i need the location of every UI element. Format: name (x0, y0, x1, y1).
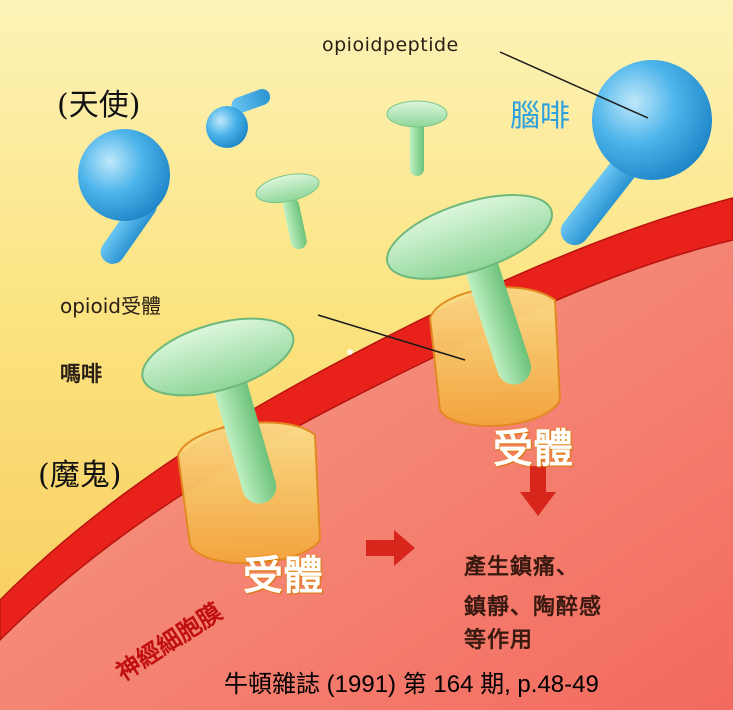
effect-text-line2: 鎮靜、陶醉感 (464, 589, 602, 621)
opioid-receptor-label: opioid受體 (60, 290, 161, 319)
effect-text-line1: 產生鎮痛、 (464, 549, 579, 581)
angel-label: (天使) (57, 80, 140, 124)
morphine-label: 嗎啡 (60, 358, 102, 388)
devil-label: (魔鬼) (38, 450, 121, 494)
receptor-label-right: 受體 (493, 416, 573, 474)
receptor-label-left: 受體 (243, 543, 323, 601)
effect-text-line3: 等作用 (464, 622, 533, 654)
opioid-peptide-label: opioidpeptide (322, 34, 459, 56)
source-citation: 牛頓雜誌 (1991) 第 164 期, p.48-49 (224, 664, 599, 699)
endorphin-label: 腦啡 (510, 91, 570, 135)
